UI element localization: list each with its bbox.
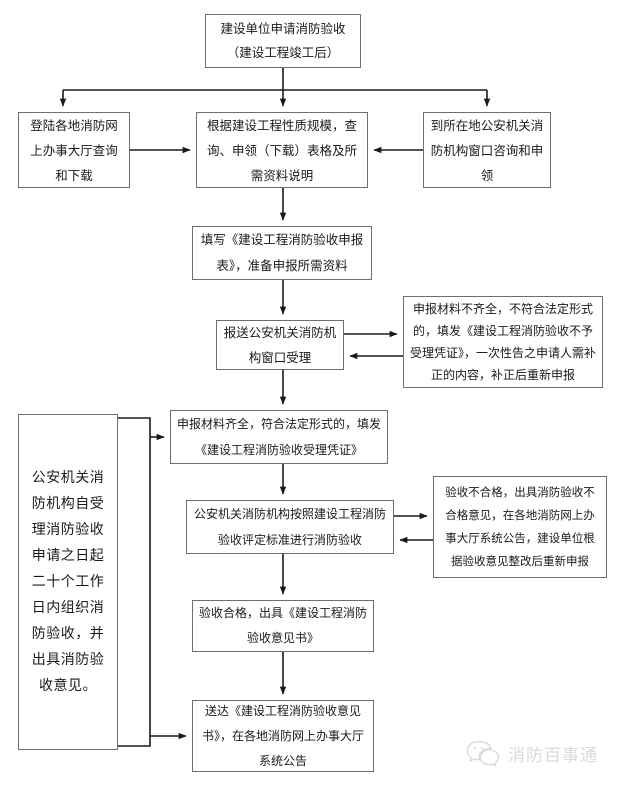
node-deliver-opinion-document[interactable]: 送达《建设工程消防验收意见书》，在各地消防网上办事大厅系统公告 [192,700,374,772]
node-submit-to-window[interactable]: 报送公安机关消防机构窗口受理 [216,320,344,370]
edge-note-spine [118,417,151,747]
watermark-text: 消防百事通 [508,745,598,766]
node-query-and-download-forms[interactable]: 根据建设工程性质规模，查询、申领（下载）表格及所需资料说明 [196,112,368,188]
node-fill-application-form[interactable]: 填写《建设工程消防验收申报表》，准备申报所需资料 [192,226,372,280]
node-conduct-inspection[interactable]: 公安机关消防机构按照建设工程消防验收评定标准进行消防验收 [186,500,394,554]
node-label: 根据建设工程性质规模，查询、申领（下载）表格及所需资料说明 [206,117,357,183]
node-label: 建设单位申请消防验收 （建设工程竣工后） [220,21,346,60]
node-label: 公安机关消防机构自受理消防验收申请之日起二十个工作日内组织消防验收，并出具消防验… [31,470,105,694]
node-label: 申报材料不齐全，不符合法定形式的，填发《建设工程消防验收不予受理凭证》，一次性告… [410,302,597,382]
node-inspection-failed[interactable]: 验收不合格，出具消防验收不合格意见，在各地消防网上办事大厅系统公告，建设单位根据… [433,476,607,578]
node-online-hall-query[interactable]: 登陆各地消防网上办事大厅查询和下载 [18,112,130,188]
wechat-icon [466,740,500,766]
node-label: 填写《建设工程消防验收申报表》，准备申报所需资料 [200,232,364,273]
node-label: 登陆各地消防网上办事大厅查询和下载 [30,117,118,183]
node-label: 验收合格，出具《建设工程消防验收意见书》 [199,606,368,645]
node-inspection-passed[interactable]: 验收合格，出具《建设工程消防验收意见书》 [192,600,374,652]
node-label: 送达《建设工程消防验收意见书》，在各地消防网上办事大厅系统公告 [201,703,364,768]
node-apply-for-acceptance[interactable]: 建设单位申请消防验收 （建设工程竣工后） [205,14,361,68]
node-label: 到所在地公安机关消防机构窗口咨询和申领 [430,117,544,183]
node-label: 申报材料齐全，符合法定形式的，填发《建设工程消防验收受理凭证》 [177,417,382,457]
node-materials-complete[interactable]: 申报材料齐全，符合法定形式的，填发《建设工程消防验收受理凭证》 [170,410,388,464]
node-materials-incomplete[interactable]: 申报材料不齐全，不符合法定形式的，填发《建设工程消防验收不予受理凭证》，一次性告… [403,296,603,388]
watermark: 消防百事通 [466,740,598,766]
node-twenty-working-days-note[interactable]: 公安机关消防机构自受理消防验收申请之日起二十个工作日内组织消防验收，并出具消防验… [18,414,118,750]
node-label: 报送公安机关消防机构窗口受理 [223,325,337,365]
node-counter-consultation[interactable]: 到所在地公安机关消防机构窗口咨询和申领 [423,112,551,188]
node-label: 验收不合格，出具消防验收不合格意见，在各地消防网上办事大厅系统公告，建设单位根据… [445,485,595,568]
node-label: 公安机关消防机构按照建设工程消防验收评定标准进行消防验收 [193,507,386,547]
